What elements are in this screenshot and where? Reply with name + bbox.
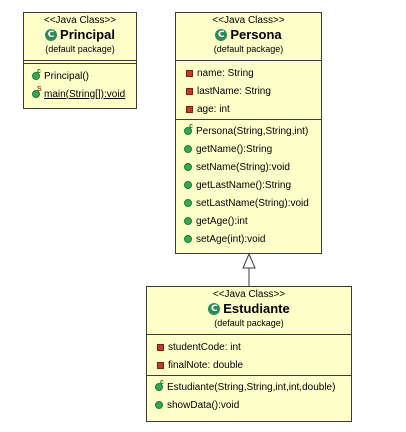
green-dot-icon xyxy=(184,163,192,171)
method-label: getName():String xyxy=(196,143,273,155)
methods-separator xyxy=(24,63,136,64)
field-row[interactable]: name: String xyxy=(176,64,321,82)
method-row[interactable]: S main(String[]):void xyxy=(24,85,136,103)
field-row[interactable]: age: int xyxy=(176,100,321,118)
field-label: lastName: String xyxy=(197,85,271,97)
red-square-icon xyxy=(157,343,164,351)
stereotype-label: <<Java Class>> xyxy=(212,289,286,300)
red-square-icon xyxy=(186,87,193,95)
methods-separator xyxy=(147,375,351,376)
red-square-icon xyxy=(186,105,193,113)
package-label: (default package) xyxy=(213,44,284,54)
package-label: (default package) xyxy=(45,44,115,54)
method-row[interactable]: showData():void xyxy=(147,396,351,414)
method-label: setName(String):void xyxy=(196,161,290,173)
green-dot-icon xyxy=(155,401,163,409)
class-name: Estudiante xyxy=(223,301,290,316)
method-label: setAge(int):void xyxy=(196,233,266,245)
method-label: getAge():int xyxy=(196,215,248,227)
field-row[interactable]: studentCode: int xyxy=(147,338,351,356)
stereotype-label: <<Java Class>> xyxy=(43,15,117,26)
green-dot-icon xyxy=(184,199,192,207)
class-persona[interactable]: <<Java Class>> C Persona (default packag… xyxy=(175,12,322,254)
method-row[interactable]: setLastName(String):void xyxy=(176,194,321,212)
method-label: getLastName():String xyxy=(196,179,292,191)
green-dot-icon xyxy=(184,145,192,153)
package-label: (default package) xyxy=(214,318,284,328)
method-label: Persona(String,String,int) xyxy=(196,125,309,137)
class-title: C Persona xyxy=(176,27,321,43)
green-dot-icon xyxy=(184,181,192,189)
constructor-icon: c xyxy=(155,379,164,391)
constructor-icon: c xyxy=(32,68,41,80)
class-c-icon: C xyxy=(45,29,58,41)
method-row[interactable]: c Estudiante(String,String,int,int,doubl… xyxy=(147,378,351,396)
constructor-icon: c xyxy=(184,123,193,135)
field-row[interactable]: finalNote: double xyxy=(147,356,351,374)
red-square-icon xyxy=(186,69,193,77)
method-row[interactable]: c Persona(String,String,int) xyxy=(176,122,321,140)
method-label: main(String[]):void xyxy=(44,88,126,100)
field-label: studentCode: int xyxy=(168,341,241,353)
red-square-icon xyxy=(157,361,164,369)
field-label: name: String xyxy=(197,67,254,79)
field-label: age: int xyxy=(197,103,230,115)
method-row[interactable]: setName(String):void xyxy=(176,158,321,176)
fields-separator xyxy=(24,60,136,61)
class-c-icon: C xyxy=(208,303,221,315)
method-label: Estudiante(String,String,int,int,double) xyxy=(167,381,336,393)
method-row[interactable]: c Principal() xyxy=(24,67,136,85)
class-title: C Principal xyxy=(24,27,136,43)
method-label: showData():void xyxy=(167,399,240,411)
method-row[interactable]: setAge(int):void xyxy=(176,230,321,248)
methods-separator xyxy=(176,119,321,120)
field-label: finalNote: double xyxy=(168,359,244,371)
class-title: C Estudiante xyxy=(147,301,351,317)
method-row[interactable]: getName():String xyxy=(176,140,321,158)
fields-separator xyxy=(176,60,321,61)
class-estudiante[interactable]: <<Java Class>> C Estudiante (default pac… xyxy=(146,286,352,422)
class-name: Persona xyxy=(230,27,282,42)
class-name: Principal xyxy=(60,27,115,42)
class-principal[interactable]: <<Java Class>> C Principal (default pack… xyxy=(23,12,137,109)
green-dot-icon xyxy=(184,235,192,243)
inheritance-arrowhead xyxy=(242,252,256,269)
green-dot-icon xyxy=(184,217,192,225)
class-c-icon: C xyxy=(215,29,228,41)
field-row[interactable]: lastName: String xyxy=(176,82,321,100)
static-method-icon: S xyxy=(32,86,42,98)
method-label: setLastName(String):void xyxy=(196,197,309,209)
fields-separator xyxy=(147,334,351,335)
method-row[interactable]: getLastName():String xyxy=(176,176,321,194)
method-label: Principal() xyxy=(44,70,90,82)
method-row[interactable]: getAge():int xyxy=(176,212,321,230)
stereotype-label: <<Java Class>> xyxy=(212,15,285,26)
